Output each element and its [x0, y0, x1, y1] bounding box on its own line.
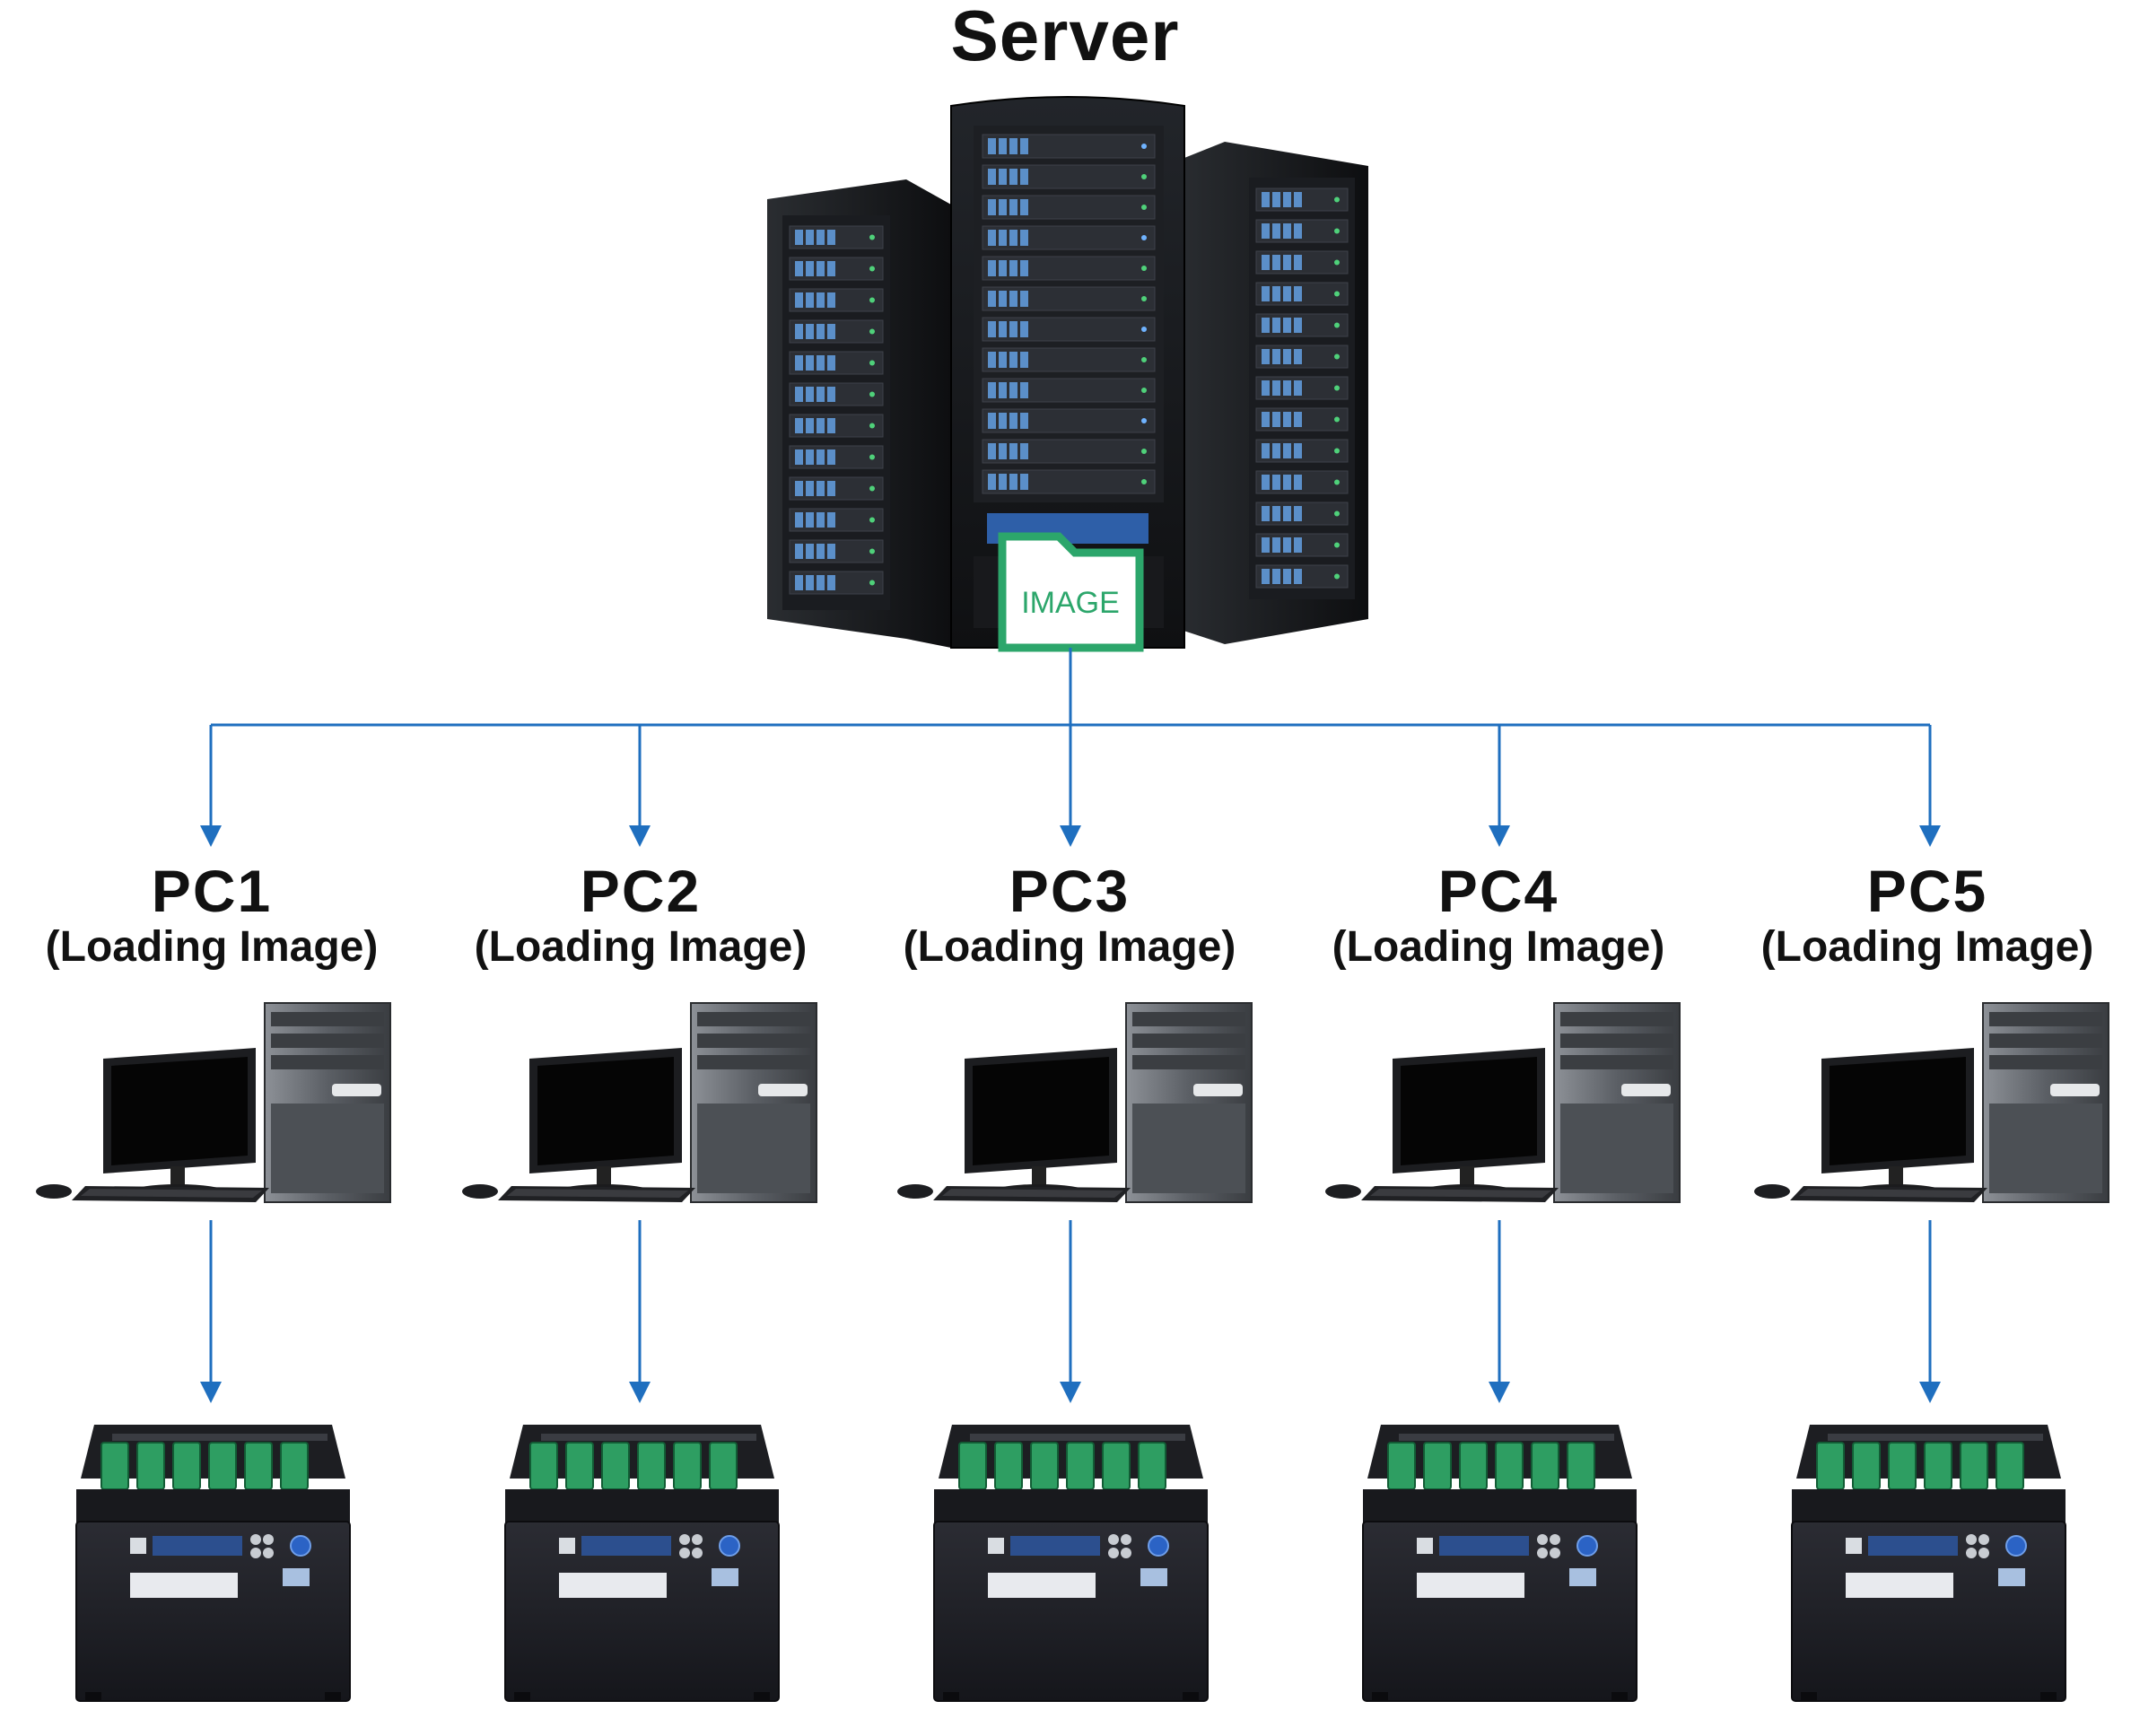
- pc-name: PC2: [580, 858, 702, 924]
- pc-label-3: PC3 (Loading Image): [872, 859, 1267, 973]
- pc-label-1: PC1 (Loading Image): [14, 859, 409, 973]
- image-label: IMAGE: [1021, 586, 1120, 620]
- disk-duplicator-icon: [1791, 1424, 2066, 1702]
- desktop-computer-icon: [896, 1002, 1253, 1203]
- pc-label-4: PC4 (Loading Image): [1301, 859, 1696, 973]
- disk-duplicator-icon: [1362, 1424, 1638, 1702]
- pc-name: PC3: [1009, 858, 1131, 924]
- pc-status: (Loading Image): [474, 923, 808, 971]
- pc-label-5: PC5 (Loading Image): [1730, 859, 2125, 973]
- image-file-icon: [998, 532, 1144, 652]
- desktop-computer-icon: [35, 1002, 391, 1203]
- pc-status: (Loading Image): [903, 923, 1236, 971]
- disk-duplicator-icon: [75, 1424, 351, 1702]
- pc-name: PC5: [1866, 858, 1988, 924]
- desktop-computer-icon: [1753, 1002, 2109, 1203]
- connector-lines: [200, 648, 1941, 1403]
- pc-status: (Loading Image): [45, 923, 379, 971]
- server-title: Server: [950, 0, 1180, 75]
- pc-name: PC1: [151, 858, 273, 924]
- pc-name: PC4: [1437, 858, 1559, 924]
- disk-duplicator-icon: [504, 1424, 780, 1702]
- disk-duplicator-icon: [933, 1424, 1209, 1702]
- desktop-computer-icon: [1324, 1002, 1681, 1203]
- desktop-computer-icon: [461, 1002, 817, 1203]
- pc-status: (Loading Image): [1332, 923, 1665, 971]
- pc-label-2: PC2 (Loading Image): [443, 859, 838, 973]
- pc-status: (Loading Image): [1760, 923, 2094, 971]
